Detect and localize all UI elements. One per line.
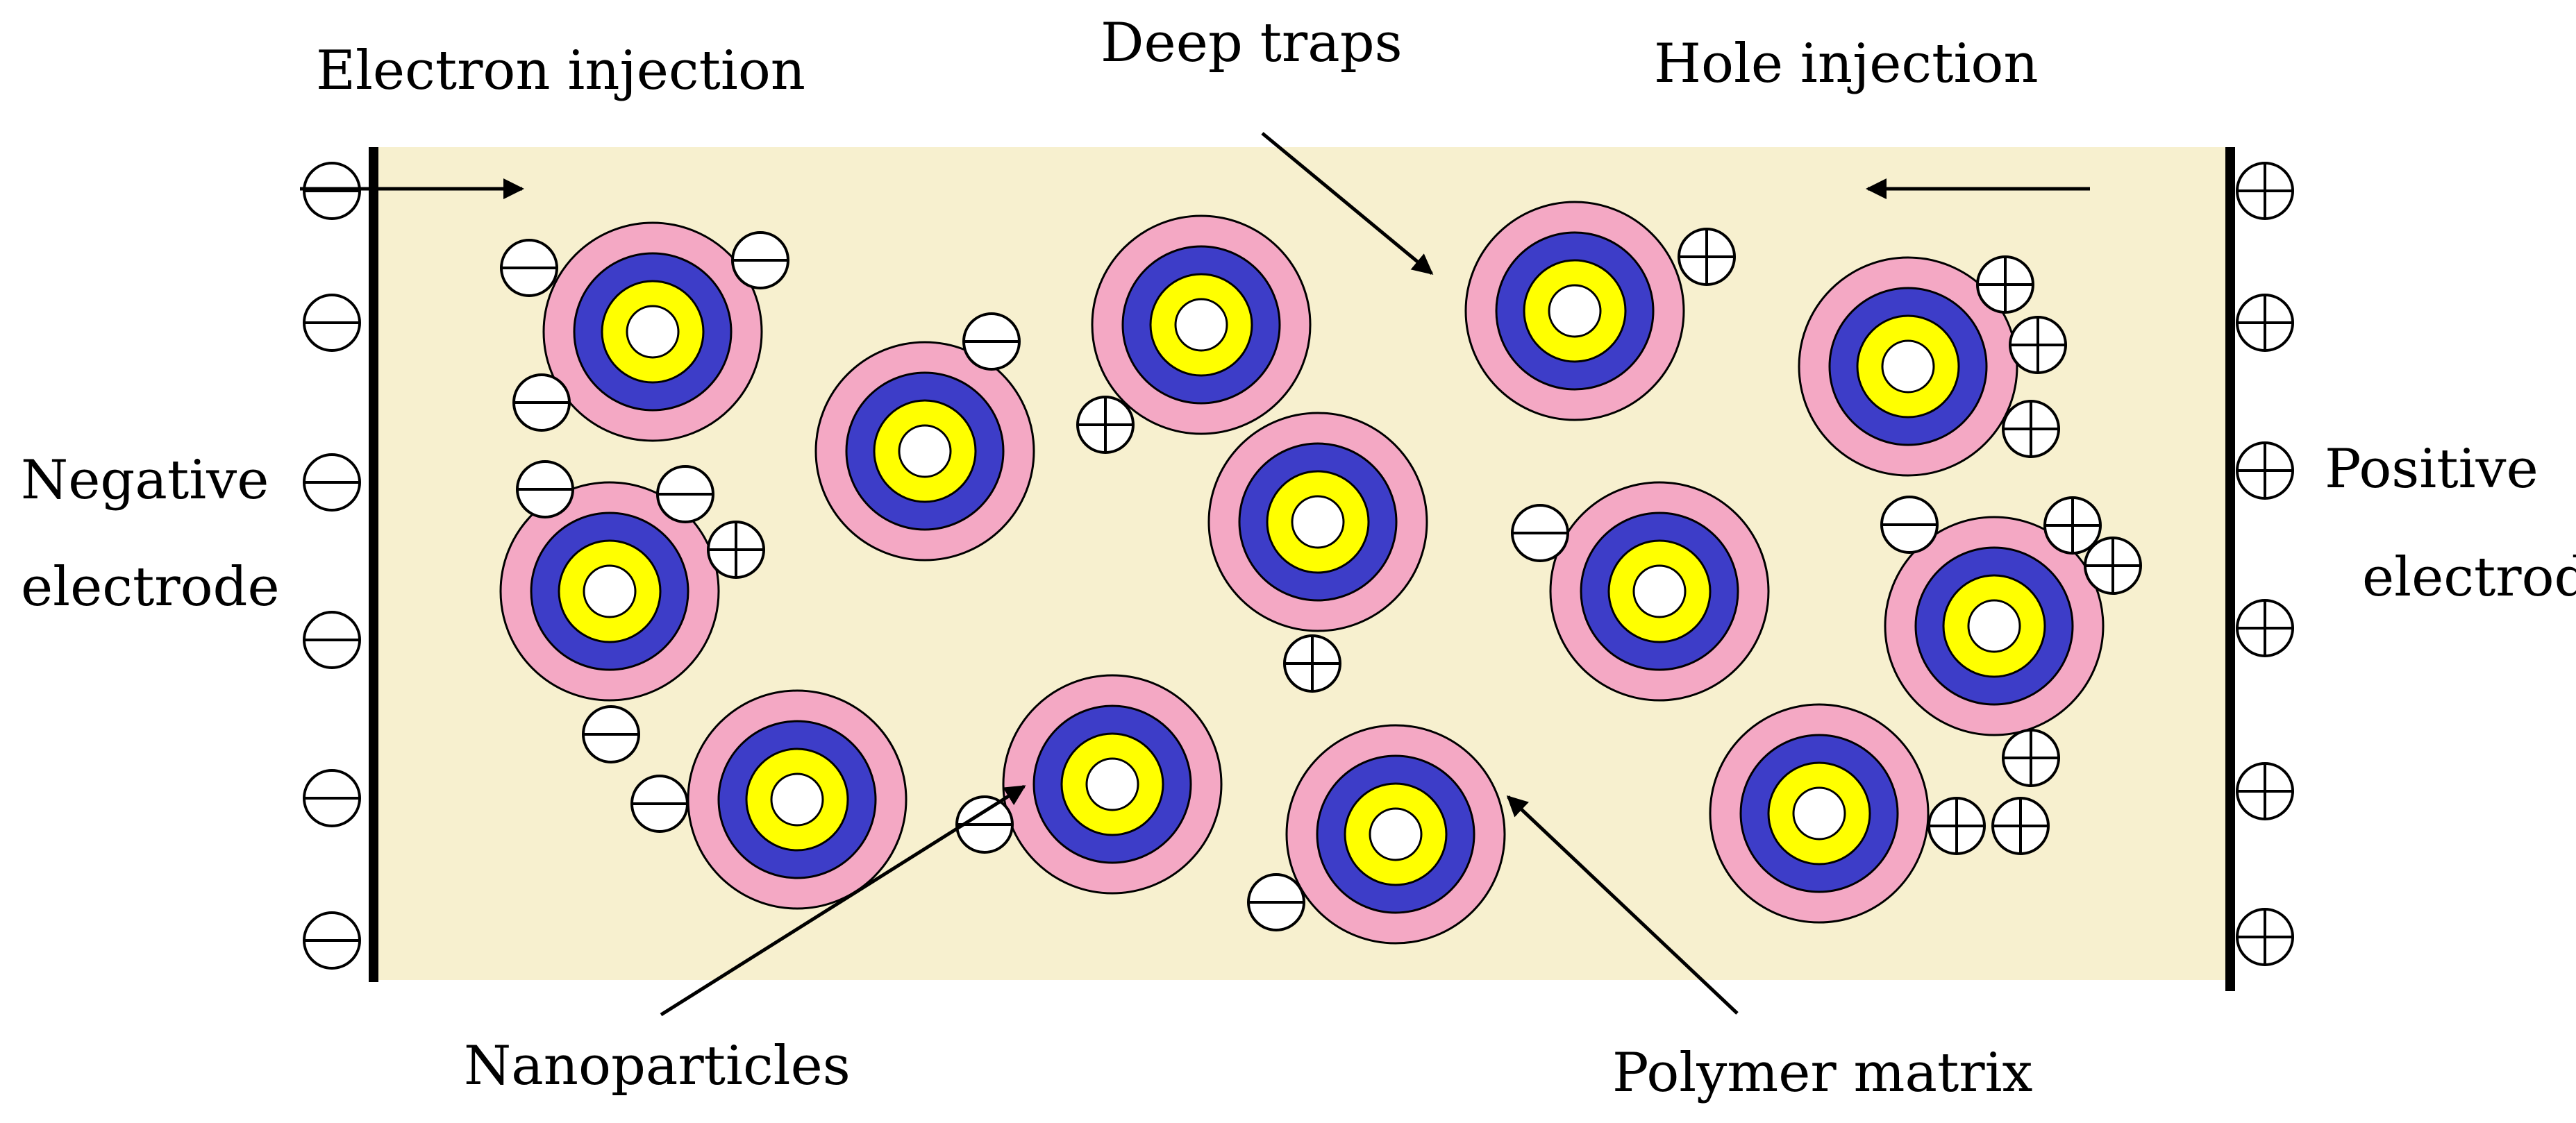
- positive-electrode-label-line2: electrode: [2362, 546, 2576, 609]
- hole-charge-icon: [2236, 441, 2294, 500]
- electron-charge-icon: [303, 294, 361, 352]
- nanoparticle: [814, 341, 1035, 562]
- positive-electrode-label-line1: Positive: [2325, 438, 2539, 500]
- nanoparticle: [1884, 516, 2105, 736]
- hole-charge-icon: [1076, 396, 1135, 454]
- electron-charge-icon: [731, 231, 789, 289]
- electron-charge-icon: [962, 312, 1021, 371]
- hole-charge-icon: [1283, 634, 1341, 693]
- deep-traps-arrow: [1261, 132, 1434, 275]
- hole-charge-icon: [2043, 496, 2102, 555]
- polymer-matrix-label: Polymer matrix: [1612, 1042, 2033, 1104]
- nanoparticles-arrow: [660, 784, 1026, 1017]
- nanoparticle: [1285, 724, 1506, 945]
- electron-charge-icon: [500, 239, 558, 297]
- negative-electrode-label-line2: electrode: [21, 556, 280, 618]
- negative-electrode-label-line1: Negative: [21, 449, 269, 512]
- nanoparticles-label: Nanoparticles: [464, 1035, 851, 1097]
- electron-charge-icon: [1247, 873, 1305, 931]
- hole-charge-icon: [2236, 599, 2294, 657]
- electron-charge-icon: [630, 775, 689, 833]
- nanoparticle: [542, 221, 763, 442]
- electron-charge-icon: [303, 769, 361, 827]
- hole-charge-icon: [2236, 908, 2294, 966]
- electron-charge-icon: [303, 162, 361, 220]
- polymer-matrix-arrow: [1506, 795, 1739, 1015]
- electron-charge-icon: [1511, 504, 1569, 562]
- hole-charge-icon: [2002, 729, 2060, 787]
- nanoparticle: [1709, 703, 1930, 924]
- nanoparticle: [1207, 412, 1428, 632]
- hole-charge-icon: [1678, 228, 1736, 286]
- hole-charge-icon: [1991, 797, 2050, 855]
- hole-injection-label: Hole injection: [1654, 33, 2039, 95]
- charges-group: [303, 162, 2294, 970]
- electron-charge-icon: [1880, 496, 1939, 554]
- hole-charge-icon: [1976, 255, 2034, 314]
- nanoparticle: [1002, 674, 1223, 895]
- hole-charge-icon: [2236, 162, 2294, 220]
- electron-charge-icon: [582, 705, 640, 763]
- hole-charge-icon: [1927, 797, 1986, 855]
- electron-injection-label: Electron injection: [316, 40, 805, 102]
- electron-charge-icon: [303, 453, 361, 512]
- electron-charge-icon: [516, 460, 574, 518]
- nanoparticle: [1091, 214, 1312, 435]
- electron-charge-icon: [512, 373, 571, 432]
- electron-charge-icon: [955, 795, 1014, 854]
- hole-charge-icon: [2236, 294, 2294, 352]
- nanoparticle: [1549, 481, 1770, 702]
- hole-charge-icon: [2084, 537, 2142, 595]
- hole-charge-icon: [2009, 316, 2067, 374]
- nanoparticles-group: [499, 201, 2105, 945]
- nanoparticle: [687, 689, 908, 910]
- deep-traps-label: Deep traps: [1101, 12, 1403, 74]
- hole-charge-icon: [707, 521, 765, 579]
- nanoparticle: [1798, 256, 2018, 477]
- electron-charge-icon: [656, 465, 714, 523]
- nanoparticle: [499, 481, 720, 702]
- hole-charge-icon: [2002, 400, 2060, 458]
- electron-charge-icon: [303, 911, 361, 970]
- electron-charge-icon: [303, 611, 361, 669]
- hole-charge-icon: [2236, 762, 2294, 820]
- nanoparticle: [1464, 201, 1685, 421]
